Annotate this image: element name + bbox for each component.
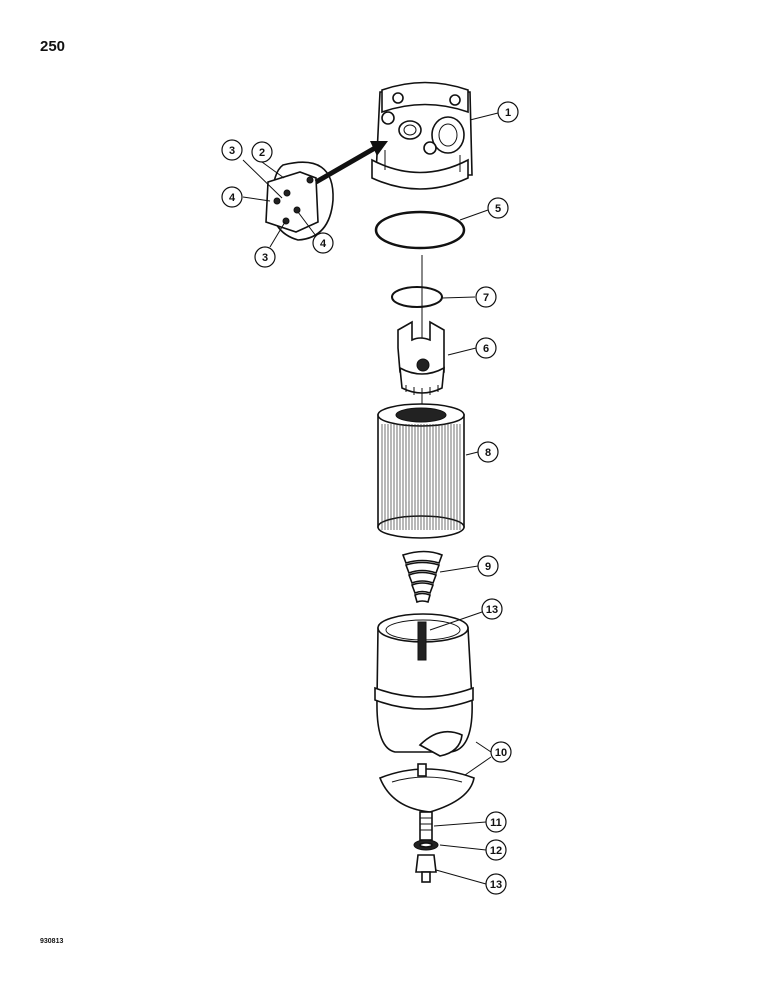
callout-4-left: 4 — [221, 186, 243, 208]
callout-8-label: 8 — [485, 447, 491, 459]
callout-2-label: 2 — [259, 147, 265, 159]
callout-13-lower: 13 — [485, 873, 507, 895]
callout-13-upper-label: 13 — [486, 604, 498, 616]
callout-3-lower: 3 — [254, 246, 276, 268]
callout-4-left-label: 4 — [229, 192, 236, 204]
callout-13-lower-label: 13 — [490, 879, 502, 891]
callout-5-label: 5 — [495, 203, 501, 215]
callout-10: 10 — [490, 741, 512, 763]
callout-2: 2 — [251, 141, 273, 163]
filter-element-part — [377, 403, 465, 539]
callout-7: 7 — [475, 286, 497, 308]
spring-part — [401, 550, 444, 604]
callout-8: 8 — [477, 441, 499, 463]
callout-3-lower-label: 3 — [262, 252, 268, 264]
bowl-part — [374, 613, 475, 813]
callout-7-label: 7 — [483, 292, 489, 304]
mounting-plate-part — [265, 161, 334, 241]
callout-9-label: 9 — [485, 561, 491, 573]
filter-head-part — [371, 81, 473, 190]
callout-5: 5 — [487, 197, 509, 219]
leader-lines — [242, 112, 499, 885]
callout-12: 12 — [485, 839, 507, 861]
callout-3-upper: 3 — [221, 139, 243, 161]
callout-3-upper-label: 3 — [229, 145, 235, 157]
callout-1: 1 — [497, 101, 519, 123]
small-o-ring-part — [391, 286, 443, 308]
callout-13-upper: 13 — [481, 598, 503, 620]
callout-4-right-label: 4 — [320, 238, 327, 250]
callout-9: 9 — [477, 555, 499, 577]
page-number: 250 — [40, 38, 66, 55]
callout-10-label: 10 — [495, 747, 507, 759]
assembly-arrow — [314, 141, 388, 185]
callout-11: 11 — [485, 811, 507, 833]
valve-part — [397, 320, 445, 396]
callout-1-label: 1 — [505, 107, 511, 119]
callout-6: 6 — [475, 337, 497, 359]
callout-6-label: 6 — [483, 343, 489, 355]
large-o-ring-part — [374, 210, 466, 250]
figure-code: 930813 — [40, 938, 64, 945]
drain-fittings-part — [413, 811, 439, 883]
callout-11-label: 11 — [490, 817, 502, 829]
callout-4-right: 4 — [312, 232, 334, 254]
callout-12-label: 12 — [490, 845, 502, 857]
